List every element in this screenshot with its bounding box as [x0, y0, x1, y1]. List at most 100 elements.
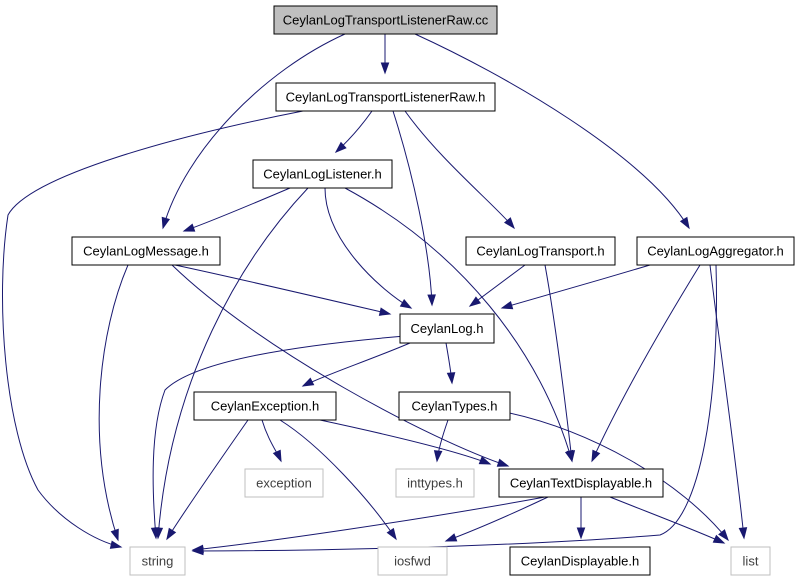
- edge-arrowhead: [496, 458, 510, 467]
- node-label: CeylanTextDisplayable.h: [510, 476, 652, 491]
- edge-line: [171, 264, 509, 467]
- edge-exception-h-to-iosfwd: [279, 419, 397, 541]
- edge-arrowhead: [399, 298, 413, 309]
- edge-exception-h-to-textdisplayable-h: [319, 419, 492, 465]
- edge-arrowhead: [427, 294, 436, 307]
- node-transport-h[interactable]: CeylanLogTransport.h: [465, 236, 616, 266]
- edge-line: [192, 264, 717, 552]
- edge-root-to-aggregator-h: [414, 33, 690, 230]
- edge-line: [544, 264, 573, 462]
- edge-arrowhead: [446, 372, 456, 385]
- edge-textdisplayable-h-to-displayable-h: [576, 497, 586, 540]
- node-textdisplayable-h[interactable]: CeylanTextDisplayable.h: [498, 468, 664, 498]
- node-message-h[interactable]: CeylanLogMessage.h: [71, 236, 221, 266]
- edge-raw-h-to-log-h: [392, 110, 436, 307]
- edge-arrowhead: [738, 527, 748, 540]
- node-box: [377, 546, 448, 576]
- node-box: [730, 546, 771, 576]
- edge-arrowhead: [386, 527, 397, 541]
- node-label: CeylanLogTransport.h: [476, 244, 604, 259]
- node-listener-h[interactable]: CeylanLogListener.h: [252, 159, 393, 189]
- edge-arrowhead: [478, 456, 492, 465]
- edge-arrowhead: [468, 296, 482, 307]
- node-box: [129, 546, 186, 576]
- edge-raw-h-to-transport-h: [404, 110, 515, 230]
- node-label: CeylanLogMessage.h: [83, 244, 209, 259]
- edge-line: [166, 419, 249, 540]
- edge-line: [414, 33, 690, 229]
- edge-line: [392, 110, 433, 306]
- node-label: CeylanLogListener.h: [263, 167, 382, 182]
- edge-line: [98, 264, 129, 541]
- edge-textdisplayable-h-to-string: [191, 496, 546, 554]
- edge-line: [609, 496, 725, 544]
- edge-exception-h-to-string: [166, 419, 249, 541]
- edge-transport-h-to-textdisplayable-h: [544, 264, 576, 463]
- edge-arrowhead: [301, 377, 315, 387]
- edge-aggregator-h-to-log-h: [500, 264, 651, 310]
- edge-arrowhead: [712, 534, 726, 544]
- edge-arrowhead: [110, 528, 119, 542]
- edge-textdisplayable-h-to-list: [609, 496, 726, 544]
- node-box: [244, 468, 324, 498]
- edge-line: [344, 187, 573, 462]
- edge-arrowhead: [380, 62, 390, 75]
- edge-line: [192, 496, 546, 551]
- node-box: [252, 159, 393, 189]
- edge-arrowhead: [109, 540, 123, 549]
- node-label: iosfwd: [394, 554, 431, 569]
- edge-listener-h-to-message-h: [182, 187, 291, 232]
- edge-root-to-message-h: [161, 33, 346, 230]
- edge-arrowhead: [150, 527, 160, 540]
- node-types-h[interactable]: CeylanTypes.h: [398, 391, 511, 421]
- edges-layer: [1, 33, 748, 556]
- edge-log-h-to-exception-h: [301, 342, 411, 387]
- node-label: CeylanLogAggregator.h: [647, 244, 784, 259]
- node-box: [509, 546, 651, 576]
- node-box: [71, 236, 221, 266]
- edge-log-h-to-string: [150, 335, 406, 540]
- edge-line: [501, 264, 651, 309]
- node-box: [398, 391, 511, 421]
- edge-types-h-to-list: [504, 411, 729, 542]
- node-box: [636, 236, 795, 266]
- edge-arrowhead: [503, 217, 515, 230]
- edge-arrowhead: [500, 300, 514, 310]
- node-box: [395, 468, 475, 498]
- node-label: list: [743, 554, 759, 569]
- edge-arrowhead: [444, 533, 458, 542]
- edge-line: [152, 335, 406, 539]
- edge-listener-h-to-log-h: [324, 187, 413, 309]
- edge-log-h-to-types-h: [445, 342, 456, 385]
- node-label: CeylanTypes.h: [412, 399, 498, 414]
- edge-arrowhead: [191, 544, 204, 554]
- edge-arrowhead: [161, 216, 170, 230]
- edge-line: [162, 33, 346, 229]
- node-raw-h[interactable]: CeylanLogTransportListenerRaw.h: [275, 82, 496, 112]
- node-box: [498, 468, 664, 498]
- edge-line: [302, 342, 411, 387]
- node-aggregator-h[interactable]: CeylanLogAggregator.h: [636, 236, 795, 266]
- edge-message-h-to-textdisplayable-h: [171, 264, 510, 467]
- edge-arrowhead: [182, 223, 196, 232]
- edge-line: [279, 419, 397, 540]
- node-label: CeylanLogTransportListenerRaw.h: [286, 90, 486, 105]
- node-exception-h[interactable]: CeylanException.h: [193, 391, 337, 421]
- edge-arrowhead: [378, 307, 392, 316]
- node-box: [399, 313, 495, 344]
- node-displayable-h[interactable]: CeylanDisplayable.h: [509, 546, 651, 576]
- node-root[interactable]: CeylanLogTransportListenerRaw.cc: [273, 5, 498, 35]
- edge-arrowhead: [591, 449, 601, 463]
- node-box: [465, 236, 616, 266]
- edge-line: [591, 264, 701, 462]
- node-log-h[interactable]: CeylanLog.h: [399, 313, 495, 344]
- edge-message-h-to-string: [98, 264, 129, 542]
- edge-exception-h-to-exception: [261, 419, 282, 463]
- edge-line: [174, 264, 391, 315]
- node-label: CeylanLogTransportListenerRaw.cc: [283, 13, 489, 28]
- edge-types-h-to-inttypes-h: [433, 419, 449, 463]
- edge-raw-h-to-string: [1, 110, 304, 549]
- edge-line: [404, 110, 515, 229]
- node-label: exception: [256, 476, 312, 491]
